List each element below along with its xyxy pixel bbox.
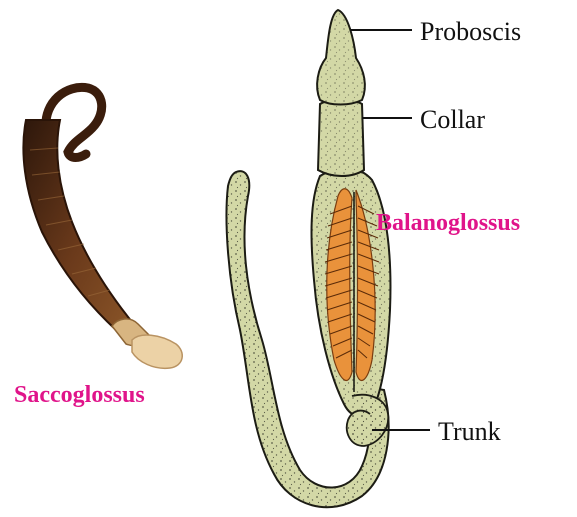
saccoglossus-specimen	[23, 87, 182, 368]
proboscis-texture	[317, 10, 365, 105]
balanoglossus-drawing	[227, 10, 391, 507]
saccoglossus-body	[23, 120, 132, 330]
saccoglossus-label: Saccoglossus	[14, 382, 145, 408]
collar-label: Collar	[420, 105, 485, 134]
balanoglossus-label: Balanoglossus	[376, 210, 520, 236]
collar-texture	[318, 100, 364, 177]
trunk-label: Trunk	[438, 417, 501, 446]
saccoglossus-proboscis	[132, 335, 182, 368]
proboscis-label: Proboscis	[420, 17, 521, 46]
